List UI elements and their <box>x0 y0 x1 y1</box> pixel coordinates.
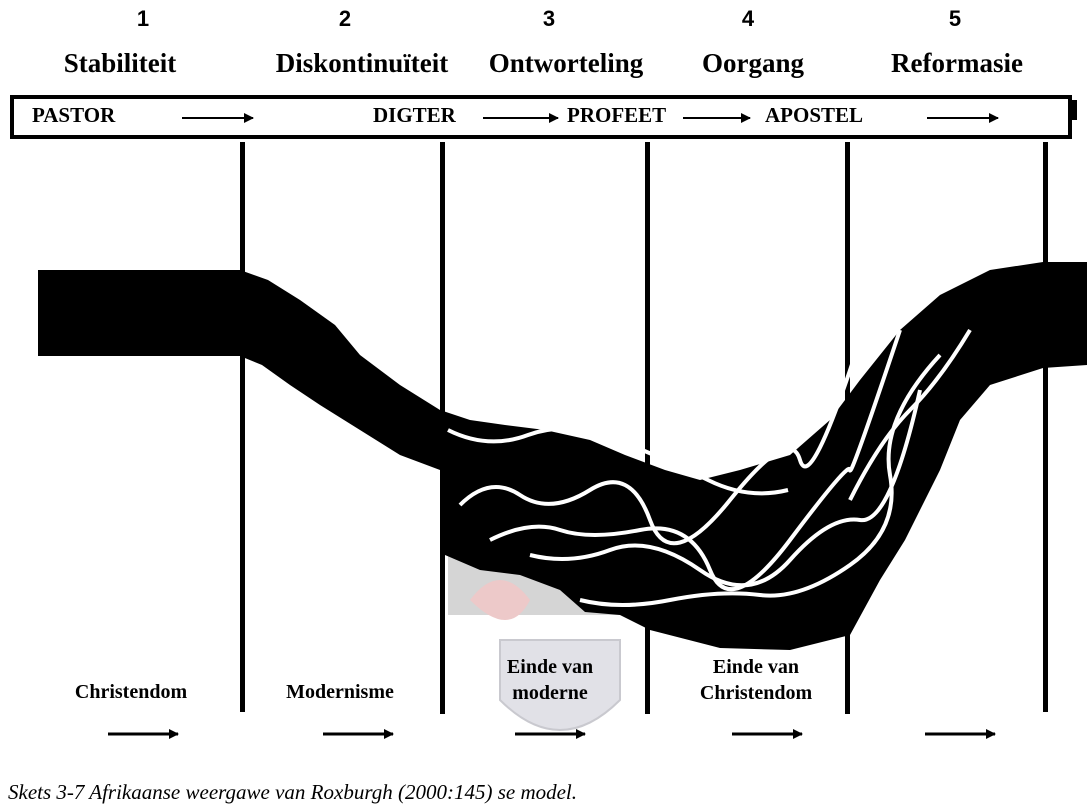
phase-number-2: 2 <box>338 6 352 31</box>
flow-line-5 <box>579 353 942 607</box>
divider-1 <box>240 142 245 712</box>
phase-number-1: 1 <box>136 6 150 31</box>
transition-band <box>38 262 1087 650</box>
era-modernisme: Modernisme <box>286 681 394 703</box>
era-einde-van-moderne: Einde van moderne <box>507 654 593 706</box>
phase-label-oorgang: Oorgang <box>701 48 805 78</box>
flow-line-2 <box>458 339 862 546</box>
phase-number-5: 5 <box>948 6 962 31</box>
era-einde-christendom-line-2: Christendom <box>699 682 813 704</box>
divider-3 <box>645 142 650 714</box>
role-apostel: APOSTEL <box>765 103 864 127</box>
era-einde-moderne-line-2: moderne <box>512 682 588 704</box>
phase-label-stabiliteit: Stabiliteit <box>63 48 177 78</box>
phase-label-ontworteling: Ontworteling <box>488 48 644 78</box>
era-einde-van-christendom: Einde van Christendom <box>700 654 812 706</box>
flow-line-6 <box>848 328 972 501</box>
phase-number-3: 3 <box>542 6 556 31</box>
role-profeet: PROFEET <box>567 103 667 127</box>
flow-line-4 <box>529 389 922 588</box>
flow-line-1 <box>447 426 789 496</box>
era-einde-moderne-line-1: Einde van <box>506 656 594 678</box>
phase-label-diskontinuiteit: Diskontinuïteit <box>275 48 449 78</box>
role-digter: DIGTER <box>373 103 456 127</box>
figure-caption: Skets 3-7 Afrikaanse weergawe van Roxbur… <box>8 780 578 804</box>
era-christendom: Christendom <box>74 681 188 703</box>
phase-label-reformasie: Reformasie <box>891 48 1023 78</box>
era-einde-christendom-line-1: Einde van <box>712 656 800 678</box>
phase-number-4: 4 <box>741 6 755 31</box>
flow-line-3 <box>489 329 902 592</box>
roles-box-tab <box>1072 100 1077 120</box>
role-pastor: PASTOR <box>32 103 116 127</box>
divider-5 <box>1043 142 1048 712</box>
